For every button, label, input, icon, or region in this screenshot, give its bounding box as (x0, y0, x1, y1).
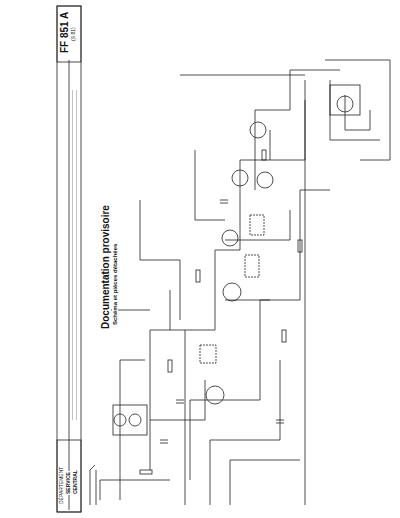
title: Documentation provisoire (101, 204, 111, 330)
label: (S 81) (71, 26, 76, 42)
label: DÉPARTEMENT (59, 466, 64, 505)
label: CENTRAL (73, 469, 78, 495)
label: Schéma et pièces détachées (112, 243, 118, 326)
label: SERVICE (66, 471, 71, 495)
label: FF 851 A (60, 11, 70, 54)
